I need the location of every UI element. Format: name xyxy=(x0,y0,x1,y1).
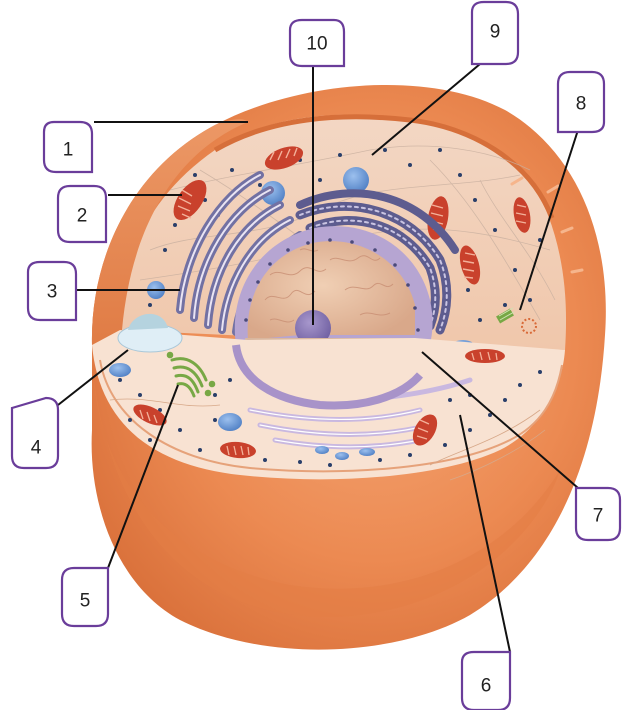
label-3-text: 3 xyxy=(47,282,58,303)
label-4: 4 xyxy=(12,398,58,468)
label-6: 6 xyxy=(462,652,510,710)
label-3: 3 xyxy=(28,262,76,320)
label-10-text: 10 xyxy=(306,34,327,55)
label-2-text: 2 xyxy=(77,206,88,227)
label-7-text: 7 xyxy=(593,506,604,527)
label-8: 8 xyxy=(558,72,604,132)
label-5-text: 5 xyxy=(80,591,91,612)
vesicle-lower-2 xyxy=(218,413,242,431)
vesicle-lower-1 xyxy=(109,363,131,377)
label-2: 2 xyxy=(58,186,106,242)
vesicle-lower-3 xyxy=(315,446,329,454)
mitochondrion-lower-far-right xyxy=(465,349,505,363)
label-7: 7 xyxy=(576,488,620,540)
vesicle-lower-4 xyxy=(335,452,349,460)
label-4-text: 4 xyxy=(31,438,42,459)
vesicle-lower-5 xyxy=(359,448,375,456)
label-1-text: 1 xyxy=(63,140,74,161)
label-6-text: 6 xyxy=(481,676,492,697)
label-8-text: 8 xyxy=(576,94,587,115)
label-1: 1 xyxy=(44,122,92,172)
label-9: 9 xyxy=(472,2,518,64)
label-5: 5 xyxy=(62,568,108,626)
vesicle-upper-2 xyxy=(343,167,369,193)
label-9-text: 9 xyxy=(490,22,501,43)
label-10: 10 xyxy=(290,20,344,66)
